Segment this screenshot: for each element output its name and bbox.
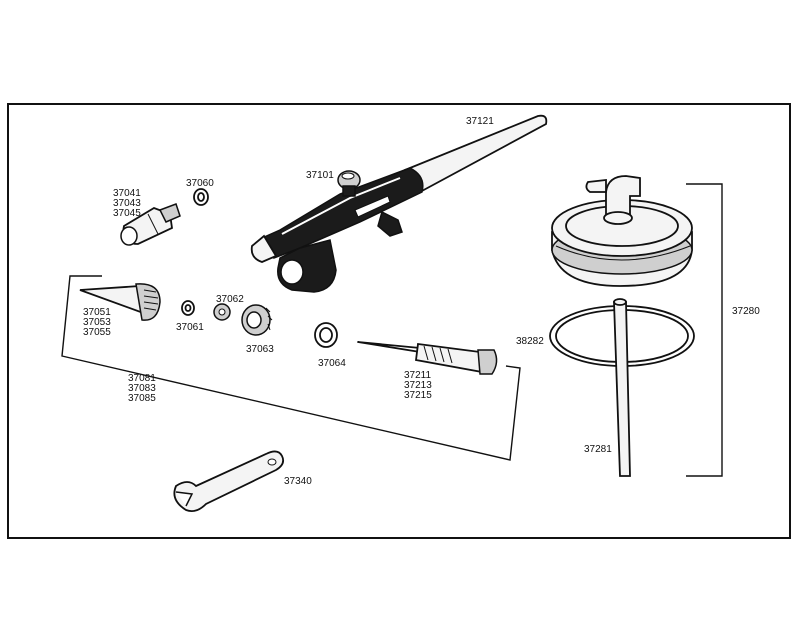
oring-37064-inner xyxy=(319,327,333,343)
label-37121: 37121 xyxy=(466,116,494,127)
label-37340: 37340 xyxy=(284,476,312,487)
washer-37060-hole xyxy=(197,192,205,202)
label-37081: 37081 xyxy=(128,373,156,384)
ring-37061-hole xyxy=(184,304,192,312)
label-37215: 37215 xyxy=(404,390,432,401)
label-37043: 37043 xyxy=(113,198,141,209)
color-cup-37280 xyxy=(549,175,695,477)
barrel-highlight xyxy=(281,177,401,235)
label-37280: 37280 xyxy=(732,306,760,317)
label-37085: 37085 xyxy=(128,393,156,404)
label-38282: 38282 xyxy=(516,336,544,347)
nozzle-holder-37041 xyxy=(120,203,181,246)
airbrush-body xyxy=(250,114,548,293)
needle-37211 xyxy=(357,341,498,375)
label-37051: 37051 xyxy=(83,307,111,318)
nozzle-cap-37051 xyxy=(79,283,161,321)
label-37062: 37062 xyxy=(216,294,244,305)
label-37061: 37061 xyxy=(176,322,204,333)
trigger-top xyxy=(341,172,355,180)
nut-37062-hole xyxy=(218,308,226,316)
bracket-37280 xyxy=(686,183,723,477)
label-37041: 37041 xyxy=(113,188,141,199)
front-cone xyxy=(250,234,278,263)
knurled-nut-37063 xyxy=(241,304,273,336)
wrench-37340 xyxy=(173,450,285,513)
ring-37061 xyxy=(181,300,195,316)
label-37101: 37101 xyxy=(306,170,334,181)
trigger-stem xyxy=(342,185,356,197)
diagram-frame xyxy=(7,103,791,539)
label-37063: 37063 xyxy=(246,344,274,355)
label-37045: 37045 xyxy=(113,208,141,219)
label-37053: 37053 xyxy=(83,317,111,328)
bracket-37081 xyxy=(61,275,521,461)
oring-37064 xyxy=(314,322,338,348)
label-37083: 37083 xyxy=(128,383,156,394)
label-37211: 37211 xyxy=(404,370,432,381)
label-37281: 37281 xyxy=(584,444,612,455)
label-37060: 37060 xyxy=(186,178,214,189)
paint-inlet-hole xyxy=(280,259,304,285)
label-37064: 37064 xyxy=(318,358,346,369)
label-37213: 37213 xyxy=(404,380,432,391)
hose-connector xyxy=(377,210,403,237)
washer-37060 xyxy=(193,188,209,206)
barrel-window xyxy=(354,195,391,218)
handle-tube xyxy=(403,114,548,194)
label-37055: 37055 xyxy=(83,327,111,338)
